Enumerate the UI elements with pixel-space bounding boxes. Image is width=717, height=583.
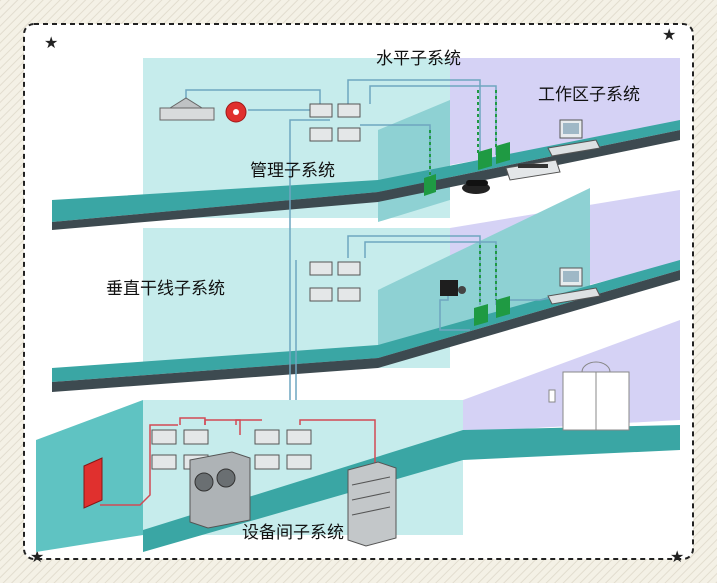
fire-panel-icon (83, 457, 103, 509)
phone-icon (462, 180, 490, 194)
floor-edge (52, 270, 680, 392)
star-icon: ★ (662, 25, 676, 44)
computer-icon (547, 119, 601, 157)
floor-slab (52, 120, 680, 222)
camera-icon (440, 280, 466, 296)
blue-cables (185, 79, 561, 400)
label-work-area-subsystem: 工作区子系统 (538, 85, 640, 105)
floor-slab (143, 425, 680, 552)
purple-wall (450, 58, 680, 165)
computer-icon (547, 267, 601, 305)
speaker-icon (159, 97, 215, 121)
middle-floor (52, 188, 680, 392)
star-icon: ★ (670, 547, 684, 566)
floor-slab (52, 260, 680, 382)
patch-panel-cluster (309, 103, 361, 142)
patch-panel-cluster (309, 261, 361, 302)
light-switch (548, 389, 556, 403)
alarm-bell-icon (225, 101, 247, 123)
floor-edge (52, 130, 680, 230)
label-equipment-room-subsystem: 设备间子系统 (242, 523, 344, 543)
label-management-subsystem: 管理子系统 (250, 161, 335, 181)
star-icon: ★ (30, 547, 44, 566)
server-cabinet-icon (189, 451, 251, 529)
label-horizontal-subsystem: 水平子系统 (376, 49, 461, 69)
partition-wall (378, 188, 590, 350)
star-icon: ★ (44, 33, 58, 52)
outlet-icon (424, 142, 510, 326)
printer-icon (505, 159, 561, 181)
green-dashed-drops (429, 90, 497, 305)
network-rack-icon (347, 461, 397, 547)
label-vertical-trunk-subsystem: 垂直干线子系统 (106, 279, 225, 299)
